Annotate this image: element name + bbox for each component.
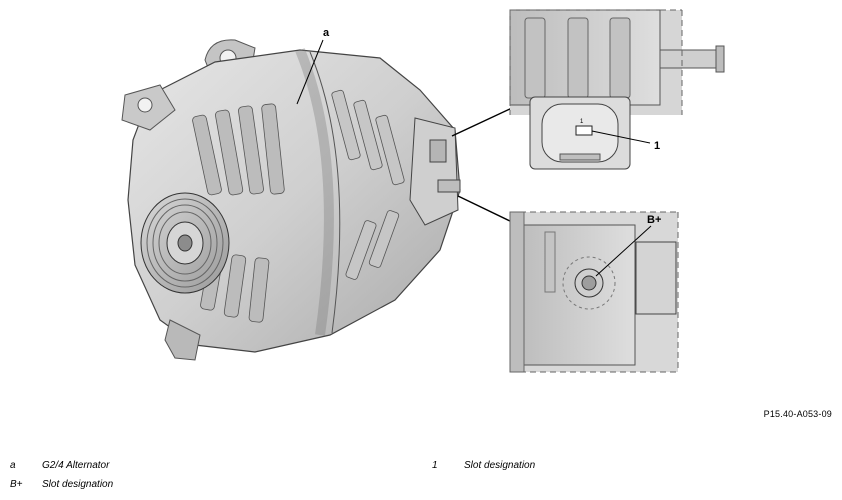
legend-text-a: G2/4 Alternator <box>42 460 110 471</box>
figure-id: P15.40-A053-09 <box>763 409 832 419</box>
pulley <box>140 192 230 294</box>
legend-text-bplus: Slot designation <box>42 479 114 490</box>
legend-key-a: a <box>10 460 16 471</box>
callout-bplus: B+ <box>647 214 661 226</box>
connector-pin-label: 1 <box>580 119 584 125</box>
callout-a: a <box>323 27 330 39</box>
callout-1: 1 <box>654 140 660 152</box>
detail-view-terminal <box>509 211 679 373</box>
diagram-stage: a 1 B+ 1 <box>121 9 725 373</box>
detail-view-connector <box>509 9 725 170</box>
legend-key-bplus: B+ <box>10 479 23 490</box>
alternator-illustration <box>121 39 461 361</box>
legend-text-1: Slot designation <box>464 460 536 471</box>
legend-key-1: 1 <box>432 460 438 471</box>
legend: a G2/4 Alternator B+ Slot designation 1 … <box>0 456 842 500</box>
alternator-diagram: a 1 B+ 1 <box>121 9 725 373</box>
